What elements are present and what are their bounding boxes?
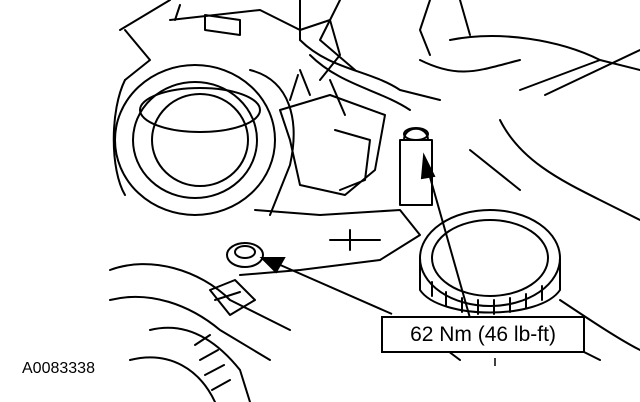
throttle-body-bore: [132, 81, 258, 199]
lower-bolt-inner: [234, 245, 256, 259]
throttle-plate-ellipse: [139, 87, 261, 133]
lower-hose-upper: [109, 263, 291, 361]
lower-bracket: [239, 209, 421, 276]
cable-bundle: [299, 39, 521, 111]
reservoir-cap-ridge: [431, 219, 549, 297]
throttle-body-outer-ring: [114, 64, 276, 216]
leader-line-lower-bolt: [277, 263, 393, 315]
reservoir-cap-knurls: [431, 281, 543, 315]
leader-line-upper-bolt: [427, 169, 471, 319]
hose-ribs: [194, 334, 231, 391]
engine-upper-structure: [169, 4, 341, 81]
throttle-body-inner: [151, 93, 249, 187]
intake-cover-outline: [119, 0, 471, 81]
lower-hose-lower: [129, 326, 251, 402]
torque-callout: 62 Nm (46 lb-ft): [381, 316, 585, 353]
arrowhead-upper-bolt: [420, 152, 436, 180]
right-housing: [449, 35, 640, 221]
torque-leader-lines: [259, 152, 471, 319]
reservoir-cap-top: [419, 209, 561, 307]
lower-bolt-head: [226, 242, 264, 268]
reservoir-cap-side: [419, 257, 561, 314]
hose-clamp: [209, 279, 256, 316]
sensor-connector-block: [279, 94, 386, 196]
figure-id-label: A0083338: [22, 360, 95, 377]
arrowhead-lower-bolt: [259, 257, 286, 274]
sensor-connector-detail: [289, 69, 346, 116]
throttle-body-flange: [112, 69, 295, 216]
upper-bolt-head: [403, 127, 429, 141]
